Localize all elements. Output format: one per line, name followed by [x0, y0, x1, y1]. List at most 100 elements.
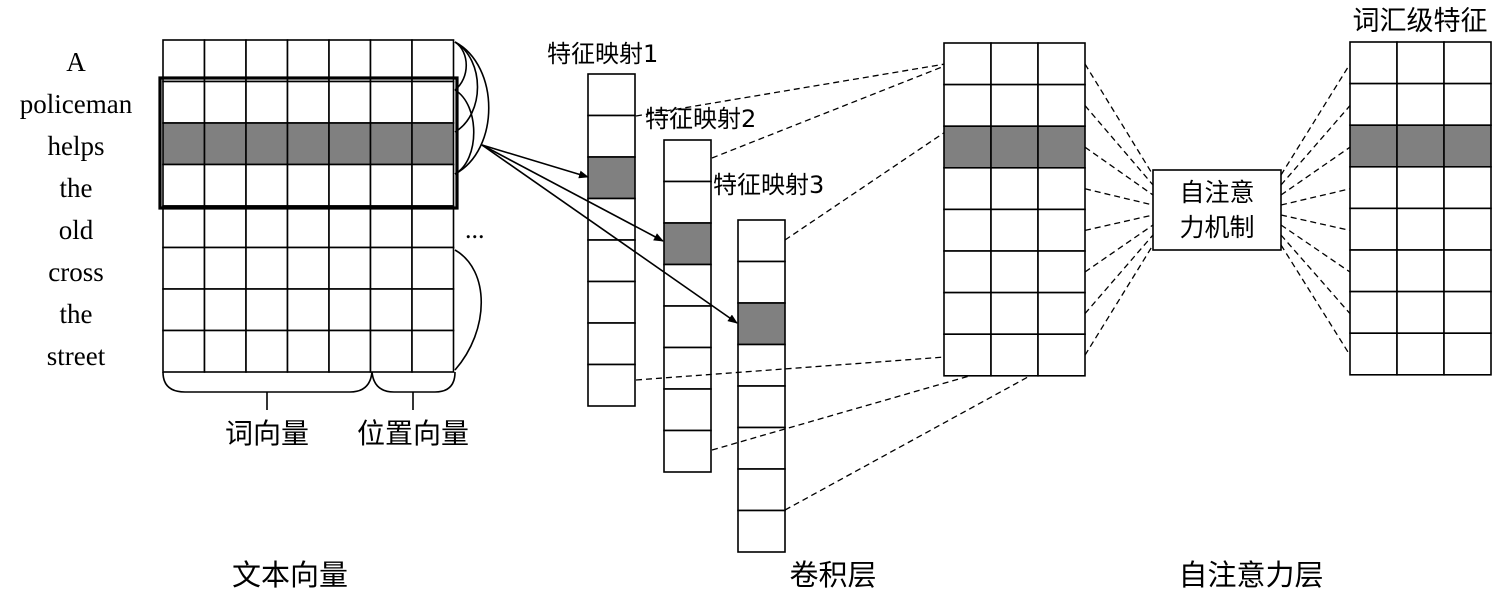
word-label: A	[66, 47, 86, 77]
matrix-cell	[411, 288, 455, 332]
attention-connection-line	[1280, 105, 1351, 186]
feature-map-cell	[663, 388, 712, 432]
word-label: policeman	[20, 89, 133, 119]
matrix-cell	[369, 329, 413, 373]
output-cell	[1349, 124, 1398, 168]
output-cell	[1443, 207, 1492, 251]
attention-connection-line	[1280, 234, 1351, 315]
feature-map-label: 特征映射3	[713, 171, 824, 199]
attention-connection-line	[1084, 63, 1154, 176]
word-label: helps	[48, 131, 105, 161]
attention-input-cell	[1037, 167, 1086, 211]
matrix-cell	[162, 329, 206, 373]
attention-connection-line	[1084, 146, 1154, 196]
matrix-cell	[286, 288, 330, 332]
word-vector-label: 词向量	[225, 417, 309, 450]
attention-input-cell	[943, 333, 992, 377]
feature-map-cell	[663, 222, 712, 266]
attention-input-cell	[1037, 333, 1086, 377]
word-label: cross	[48, 257, 104, 287]
matrix-cell	[369, 246, 413, 290]
matrix-cell	[411, 122, 455, 166]
attention-input-cell	[943, 167, 992, 211]
attention-input-cell	[990, 83, 1039, 127]
matrix-cell	[286, 122, 330, 166]
attention-input-cell	[990, 125, 1039, 169]
attention-input-cell	[1037, 42, 1086, 86]
output-cell	[1396, 290, 1445, 335]
feature-map-cell	[737, 426, 786, 470]
matrix-cell	[369, 80, 413, 124]
feature-map-cell	[663, 429, 712, 473]
matrix-cell	[328, 122, 372, 166]
attention-input-cell	[943, 208, 992, 252]
output-cell	[1443, 332, 1492, 376]
attention-input-cell	[943, 83, 992, 127]
matrix-cell	[203, 329, 247, 373]
matrix-cell	[411, 205, 455, 249]
matrix-cell	[369, 288, 413, 332]
feature-map-cell	[737, 219, 786, 263]
matrix-cell	[328, 39, 372, 83]
matrix-cell	[328, 246, 372, 290]
attention-connection-line	[1280, 146, 1351, 196]
word-label: the	[60, 173, 93, 203]
conv-arrows	[481, 144, 738, 324]
attention-input-cell	[1037, 208, 1086, 252]
matrix-cell	[162, 80, 206, 124]
output-cell	[1349, 332, 1398, 376]
position-vector-label: 位置向量	[357, 417, 469, 450]
feature-map-cell	[587, 322, 636, 366]
feature-map-label: 特征映射1	[547, 40, 658, 68]
matrix-cell	[286, 329, 330, 373]
section-label-attention-layer: 自注意力层	[1178, 558, 1323, 591]
word-label: street	[47, 341, 106, 371]
feature-map-cell	[587, 280, 636, 324]
output-cell	[1349, 41, 1398, 85]
output-cell	[1443, 82, 1492, 126]
output-cell	[1396, 166, 1445, 210]
attention-dashed-lines	[1084, 63, 1351, 356]
matrix-cell	[245, 163, 289, 207]
matrix-cell	[203, 163, 247, 207]
matrix-cell	[203, 246, 247, 290]
matrix-cell	[162, 122, 206, 166]
output-cell	[1349, 249, 1398, 293]
attention-input-cell	[1037, 83, 1086, 127]
attention-connection-line	[1280, 244, 1351, 356]
output-cell	[1396, 207, 1445, 251]
attention-input-cell	[943, 291, 992, 336]
attention-input-cell	[990, 333, 1039, 377]
attention-input-cell	[990, 42, 1039, 86]
matrix-cell	[369, 205, 413, 249]
output-cell	[1349, 290, 1398, 335]
word-list: A policeman helps the old cross the stre…	[20, 47, 133, 371]
matrix-cell	[245, 205, 289, 249]
feature-map-cell	[663, 139, 712, 183]
feature-map-cell	[587, 114, 636, 158]
attention-connection-line	[1280, 63, 1351, 176]
attention-connection-line	[1280, 214, 1351, 232]
matrix-cell	[162, 39, 206, 83]
attention-input-cell	[1037, 250, 1086, 294]
matrix-cell	[411, 329, 455, 373]
matrix-cell	[411, 39, 455, 83]
output-cell	[1396, 249, 1445, 293]
output-cell	[1443, 249, 1492, 293]
output-cell	[1443, 41, 1492, 85]
self-attention-box	[1152, 169, 1282, 251]
output-cell	[1396, 332, 1445, 376]
feature-map-cell	[737, 260, 786, 304]
output-cell	[1443, 124, 1492, 168]
matrix-cell	[203, 39, 247, 83]
matrix-cell	[411, 80, 455, 124]
attention-input-cell	[943, 125, 992, 169]
matrix-cell	[286, 80, 330, 124]
attention-box-line-1: 自注意	[1179, 178, 1254, 207]
attention-connection-line	[1280, 224, 1351, 273]
bottom-braces	[162, 371, 456, 410]
feature-map-cell	[587, 363, 636, 407]
feature-map-cell	[663, 180, 712, 224]
attention-input-matrix	[943, 42, 1086, 377]
